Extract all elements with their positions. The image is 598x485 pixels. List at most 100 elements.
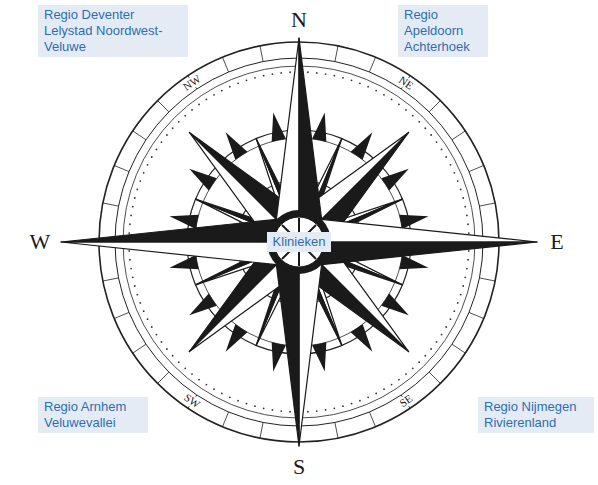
band-tick bbox=[133, 131, 146, 140]
region-box: Regio Deventer Lelystad Noordwest-Veluwe bbox=[38, 5, 188, 57]
ring-dot bbox=[359, 400, 361, 402]
ring-dot bbox=[221, 393, 223, 395]
ring-dot bbox=[206, 384, 208, 386]
ring-dot bbox=[405, 109, 407, 111]
ring-dot bbox=[184, 115, 186, 117]
ring-dot bbox=[130, 268, 132, 270]
inner-spike bbox=[272, 113, 286, 142]
region-text: Klinieken bbox=[273, 234, 326, 250]
ring-dot bbox=[462, 197, 464, 199]
region-text: Regio Apeldoorn Achterhoek bbox=[404, 7, 482, 55]
ring-dot bbox=[280, 72, 282, 74]
ring-dot bbox=[325, 73, 327, 75]
ring-dot bbox=[460, 294, 462, 296]
region-text: Regio Nijmegen Rivierenland bbox=[484, 399, 588, 431]
ring-dot bbox=[398, 104, 400, 106]
band-tick bbox=[369, 57, 375, 72]
ring-dot bbox=[132, 206, 134, 208]
ring-dot bbox=[184, 367, 186, 369]
ring-dot bbox=[307, 411, 309, 413]
ring-dot bbox=[430, 134, 432, 136]
region-text: Regio Deventer Lelystad Noordwest-Veluwe bbox=[44, 7, 182, 55]
band-tick bbox=[222, 57, 228, 72]
inner-spike bbox=[226, 324, 248, 352]
cardinal-point-dark bbox=[61, 219, 299, 242]
band-tick bbox=[260, 46, 263, 62]
inner-spike bbox=[351, 132, 373, 160]
inner-spike bbox=[381, 169, 409, 191]
ring-dot bbox=[198, 104, 200, 106]
ring-dot bbox=[147, 318, 149, 320]
ring-dot bbox=[333, 407, 335, 409]
band-tick bbox=[369, 412, 375, 427]
ring-dot bbox=[333, 75, 335, 77]
inner-spike bbox=[170, 255, 199, 269]
band-tick bbox=[133, 344, 146, 353]
ring-dot bbox=[351, 403, 353, 405]
ring-dot bbox=[391, 99, 393, 101]
ring-dot bbox=[367, 396, 369, 398]
inner-spike bbox=[312, 342, 326, 371]
ring-dot bbox=[161, 341, 163, 343]
ring-dot bbox=[289, 411, 291, 413]
cardinal-point-dark bbox=[299, 242, 537, 265]
inner-spike bbox=[272, 342, 286, 371]
inner-spike bbox=[170, 215, 199, 229]
band-tick bbox=[114, 165, 129, 171]
inner-spike bbox=[189, 169, 217, 191]
ring-dot bbox=[206, 99, 208, 101]
ring-dot bbox=[191, 109, 193, 111]
ring-dot bbox=[172, 355, 174, 357]
ring-dot bbox=[254, 405, 256, 407]
ring-dot bbox=[453, 310, 455, 312]
inner-spike bbox=[399, 255, 428, 269]
intercardinal-label: SW bbox=[181, 391, 202, 410]
ring-dot bbox=[198, 379, 200, 381]
band-tick bbox=[469, 165, 484, 171]
ring-dot bbox=[280, 410, 282, 412]
ring-dot bbox=[128, 232, 130, 234]
band-tick bbox=[452, 344, 465, 353]
ring-dot bbox=[237, 82, 239, 84]
intercardinal-label: NW bbox=[180, 73, 203, 93]
band-tick bbox=[158, 372, 169, 383]
inner-spike bbox=[399, 215, 428, 229]
ring-dot bbox=[412, 115, 414, 117]
ring-dot bbox=[375, 90, 377, 92]
ring-dot bbox=[147, 164, 149, 166]
ring-dot bbox=[468, 250, 470, 252]
ring-dot bbox=[375, 393, 377, 395]
ring-dot bbox=[467, 223, 469, 225]
ring-dot bbox=[460, 189, 462, 191]
ring-dot bbox=[436, 141, 438, 143]
ring-dot bbox=[457, 302, 459, 304]
ring-dot bbox=[468, 232, 470, 234]
ring-dot bbox=[464, 276, 466, 278]
band-tick bbox=[335, 422, 338, 438]
ring-dot bbox=[263, 75, 265, 77]
band-tick bbox=[158, 101, 169, 112]
cardinal-letter: S bbox=[292, 456, 306, 478]
ring-dot bbox=[246, 403, 248, 405]
band-tick bbox=[452, 131, 465, 140]
band-tick bbox=[479, 203, 495, 206]
ring-dot bbox=[213, 388, 215, 390]
ring-dot bbox=[134, 285, 136, 287]
ring-dot bbox=[172, 127, 174, 129]
ring-dot bbox=[342, 77, 344, 79]
cardinal-point-light bbox=[61, 242, 299, 265]
band-tick bbox=[103, 203, 119, 206]
ring-dot bbox=[466, 268, 468, 270]
inner-spike bbox=[189, 294, 217, 316]
ring-dot bbox=[359, 82, 361, 84]
ring-dot bbox=[457, 180, 459, 182]
ring-dot bbox=[398, 379, 400, 381]
band-tick bbox=[260, 422, 263, 438]
ring-dot bbox=[450, 318, 452, 320]
ring-dot bbox=[464, 206, 466, 208]
ring-dot bbox=[151, 326, 153, 328]
ring-dot bbox=[391, 384, 393, 386]
ring-dot bbox=[325, 409, 327, 411]
ring-dot bbox=[307, 71, 309, 73]
